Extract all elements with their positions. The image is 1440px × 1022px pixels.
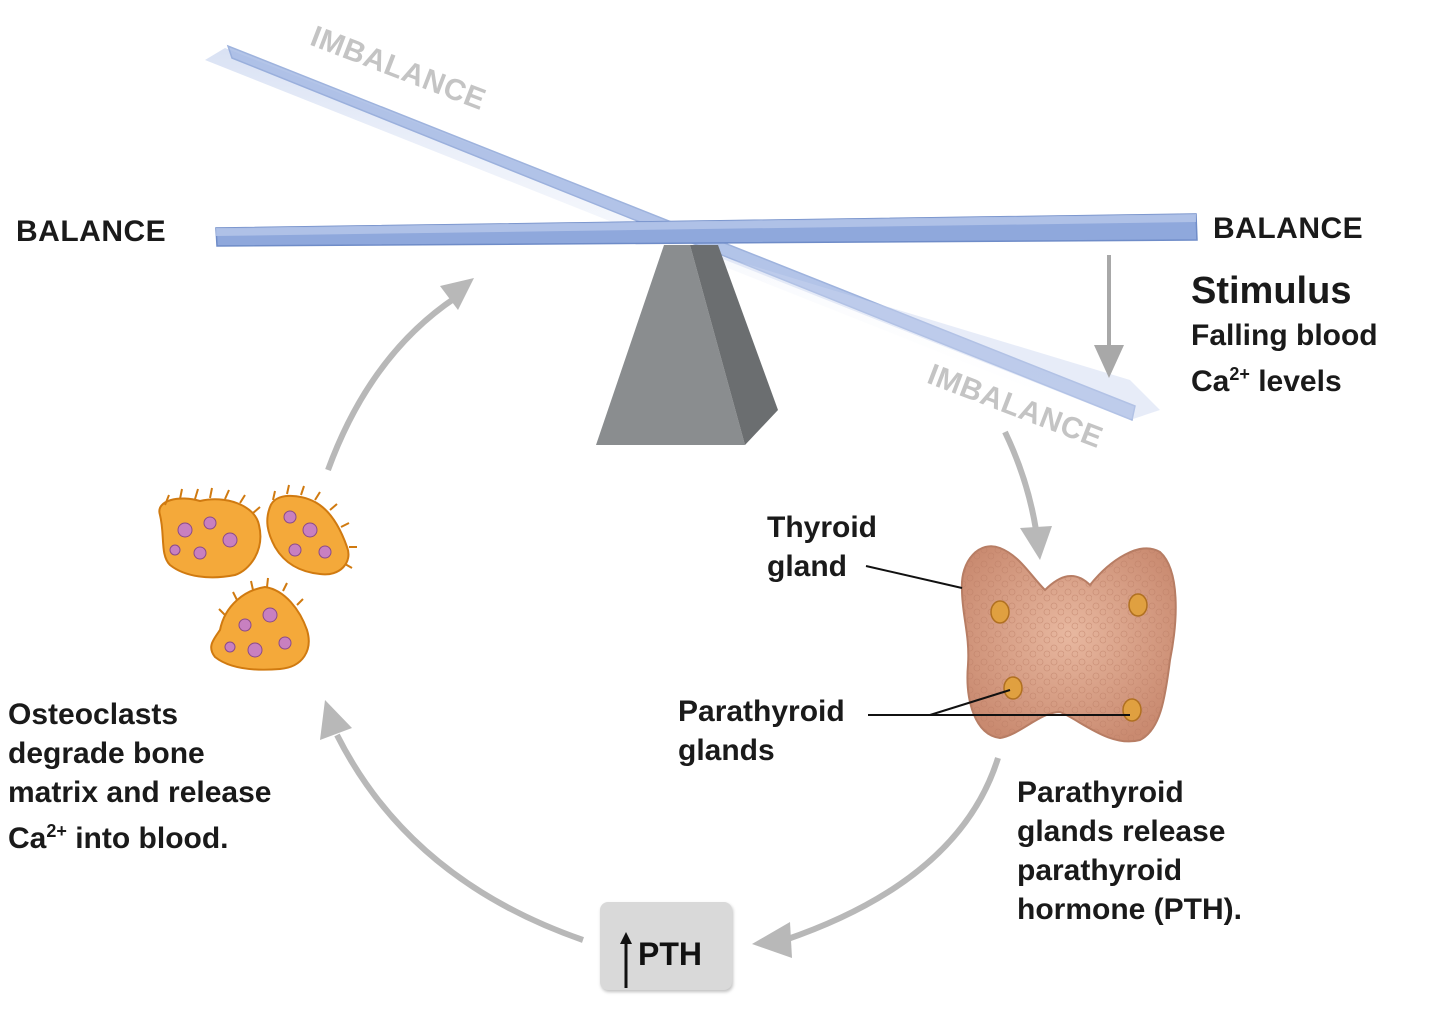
osteoclast-text: Osteoclasts degrade bone matrix and rele… (8, 695, 271, 858)
arrow-to-thyroid (1002, 430, 1039, 531)
pth-label: PTH (638, 936, 702, 972)
stimulus-text: Falling blood Ca2+ levels (1191, 316, 1378, 401)
balance-label-left: BALANCE (16, 215, 167, 248)
osteoclast-cells (158, 484, 357, 671)
osteo-line-2: degrade bone (8, 737, 205, 770)
arrow-to-osteoclasts (334, 733, 584, 943)
balance-label-right: BALANCE (1213, 212, 1364, 245)
parathyroid-label-line-2: glands (678, 734, 775, 767)
thyroid-label-line-2: gland (767, 550, 847, 583)
thyroid-label-line-1: Thyroid (767, 511, 877, 544)
arrow-to-pth (784, 757, 1001, 943)
stimulus-title: Stimulus (1191, 270, 1352, 312)
release-line-1: Parathyroid (1017, 776, 1184, 809)
pth-box (600, 902, 732, 990)
release-line-2: glands release (1017, 815, 1226, 848)
release-line-3: parathyroid (1017, 854, 1183, 887)
arrow-to-balance (325, 295, 457, 472)
stimulus-line-2: Ca2+ levels (1191, 364, 1342, 398)
osteo-line-1: Osteoclasts (8, 698, 179, 731)
osteo-line-3: matrix and release (8, 776, 272, 809)
thyroid-gland-label: Thyroid gland (767, 508, 877, 586)
pth-up-arrow-icon (620, 932, 632, 988)
thyroid-leader-line (865, 565, 963, 589)
fulcrum (596, 245, 745, 445)
osteo-line-4: Ca2+ into blood. (8, 821, 229, 855)
parathyroid-label-line-1: Parathyroid (678, 695, 845, 728)
pth-release-text: Parathyroid glands release parathyroid h… (1017, 773, 1242, 929)
thyroid-gland-illustration (960, 545, 1177, 743)
stimulus-line-1: Falling blood (1191, 319, 1378, 352)
stimulus-down-arrow (1094, 345, 1124, 378)
release-line-4: hormone (PTH). (1017, 893, 1242, 926)
parathyroid-glands-label: Parathyroid glands (678, 692, 845, 770)
